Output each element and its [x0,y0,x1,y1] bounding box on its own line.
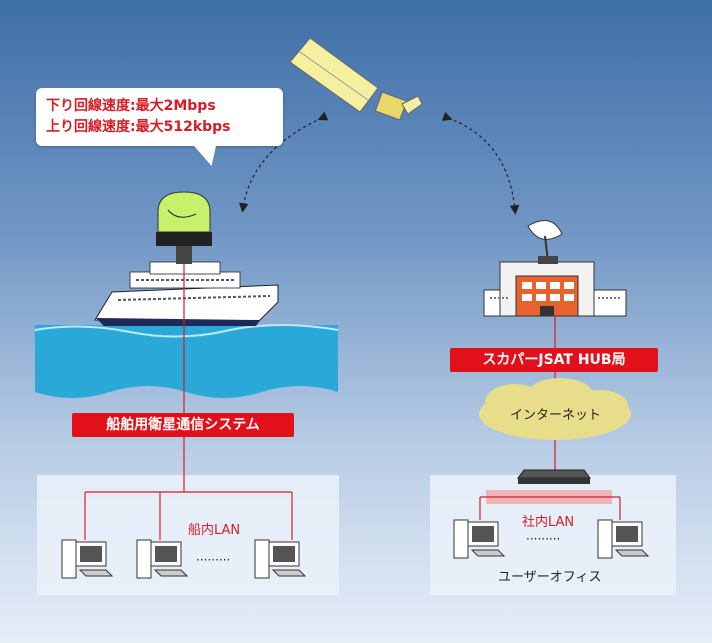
ship-icon [94,261,279,326]
uplink-speed: 上り回線速度:最大512kbps [46,119,231,135]
office-lan-ellipsis: ········· [526,532,561,546]
radome-icon [156,191,212,264]
dish-antenna-icon [527,220,563,264]
downlink-speed: 下り回線速度:最大2Mbps [46,98,216,114]
ship-link-arc [238,111,329,213]
ship-system-label: 船舶用衛星通信システム [72,413,294,437]
user-office-label: ユーザーオフィス [498,570,602,585]
office-lan-label: 社内LAN [522,515,575,530]
computer-icon [597,519,650,559]
sea [35,325,338,398]
computer-icon [61,539,114,579]
internet-label: インターネット [510,408,602,423]
ship-lan-ellipsis: ········· [196,553,231,567]
satellite-icon [289,37,423,121]
hub-station-label: スカパーJSAT HUB局 [450,348,658,372]
router-icon [517,469,591,484]
internet-cloud-icon [479,378,631,440]
hub-link-arc [441,111,520,215]
speed-callout: 下り回線速度:最大2Mbps 上り回線速度:最大512kbps [36,88,283,146]
computer-icon [254,539,307,579]
hub-building-icon [483,261,627,317]
computer-icon [136,539,189,579]
computer-icon [453,519,506,559]
ship-lan-label: 船内LAN [188,523,241,538]
